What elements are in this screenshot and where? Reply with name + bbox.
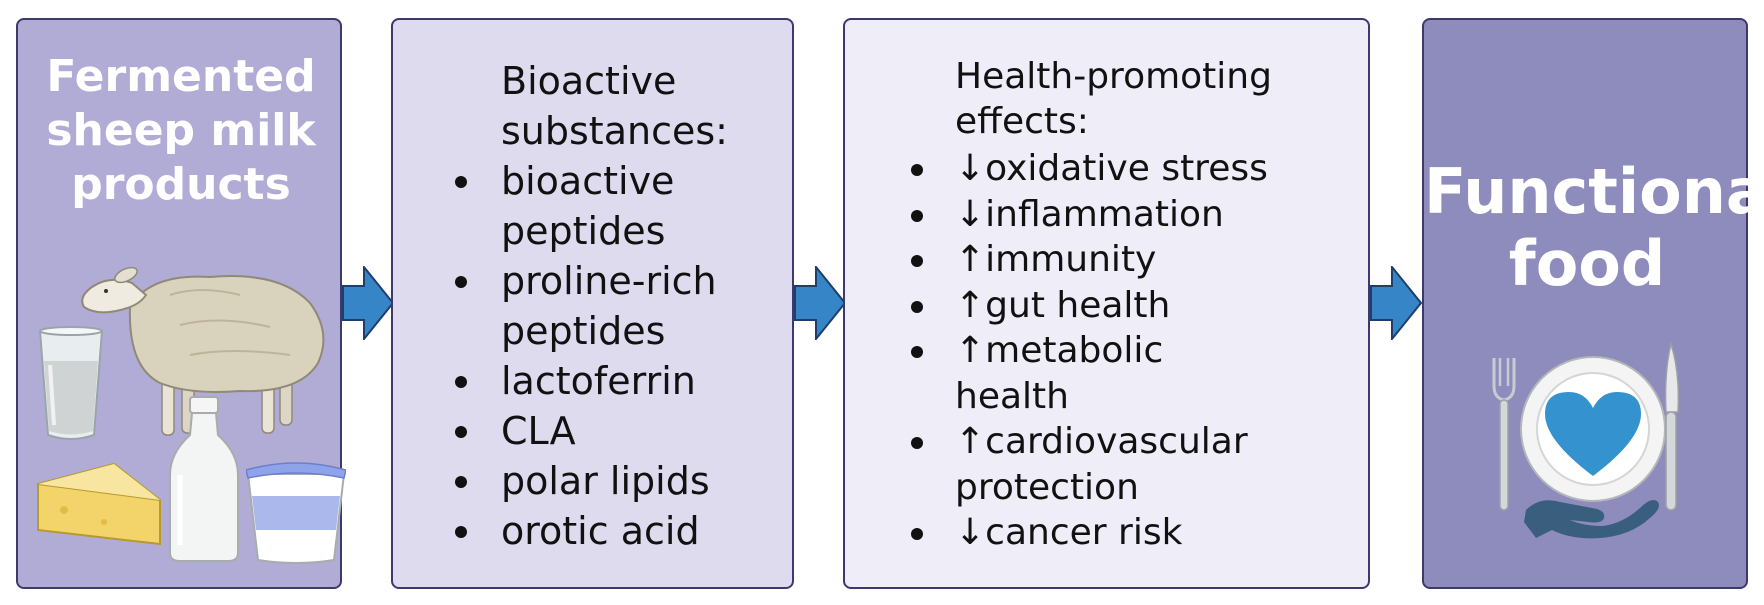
title-line: Functional [1424, 155, 1764, 228]
arrow-right-icon [1370, 266, 1422, 340]
bullet-icon [455, 476, 467, 488]
list-item-line: bioactive [501, 159, 675, 203]
list-item: CLA [455, 406, 781, 456]
bullet-icon [911, 164, 923, 176]
list-item: ↓inflammation [911, 192, 1365, 238]
list-item-line: ↓inflammation [955, 193, 1224, 235]
title-line: sheep milk [46, 105, 316, 156]
bullet-icon [455, 176, 467, 188]
knife-icon [1664, 342, 1680, 511]
heading-line: Bioactive [501, 59, 677, 103]
arrow-right-icon [794, 266, 846, 340]
list-item-line: ↑metabolic [955, 330, 1164, 371]
bullet-icon [911, 528, 923, 540]
list-item: ↑cardiovascular protection [911, 419, 1365, 510]
panel-functional-food-title: Functional food [1424, 155, 1764, 300]
list-item-line: ↑gut health [955, 284, 1171, 326]
bullet-icon [911, 346, 923, 358]
bullet-icon [455, 276, 467, 288]
cheese-icon [37, 462, 161, 546]
list-item-line: health [955, 375, 1069, 417]
list-item-line: CLA [501, 409, 576, 453]
panel-health-effects: Health-promoting effects: ↓oxidative str… [843, 18, 1370, 589]
list-item: proline-rich peptides [455, 256, 781, 356]
panel-health-effects-heading: Health-promoting effects: [955, 54, 1355, 144]
bioactive-substances-list: bioactive peptides proline-rich peptides… [455, 156, 781, 556]
bullet-icon [911, 437, 923, 449]
heading-line: substances: [501, 109, 728, 153]
list-item: bioactive peptides [455, 156, 781, 256]
list-item-line: ↓oxidative stress [955, 148, 1268, 189]
panel-fermented-products: Fermented sheep milk products [16, 18, 346, 589]
bullet-icon [455, 526, 467, 538]
list-item-line: ↑immunity [955, 239, 1157, 280]
bullet-icon [455, 426, 467, 438]
title-line: products [71, 159, 291, 210]
bullet-icon [455, 376, 467, 388]
list-item: ↓cancer risk [911, 510, 1365, 556]
title-line: Fermented [46, 51, 316, 102]
list-item-line: polar lipids [501, 459, 710, 503]
milk-bottle-icon [169, 396, 239, 562]
panel-fermented-products-title: Fermented sheep milk products [18, 50, 344, 212]
panel-bioactive-substances-heading: Bioactive substances: [501, 56, 781, 156]
heading-line: effects: [955, 101, 1089, 142]
list-item-line: protection [955, 466, 1139, 508]
panel-functional-food: Functional food [1422, 18, 1764, 589]
list-item: polar lipids [455, 456, 781, 506]
list-item-line: peptides [501, 209, 666, 253]
title-line: food [1508, 227, 1666, 300]
milk-glass-icon [38, 326, 104, 440]
list-item-line: ↓cancer risk [955, 512, 1183, 553]
yogurt-cup-icon [246, 462, 346, 564]
heart-icon [1545, 392, 1641, 476]
list-item-line: ↑cardiovascular [955, 421, 1248, 462]
arrow-right-icon [342, 266, 394, 340]
list-item-line: orotic acid [501, 509, 700, 553]
list-item-line: lactoferrin [501, 359, 696, 403]
panel-bioactive-substances: Bioactive substances: bioactive peptides… [391, 18, 794, 589]
hand-icon [1524, 500, 1659, 539]
list-item: ↑immunity [911, 237, 1365, 283]
bullet-icon [911, 255, 923, 267]
bullet-icon [911, 209, 923, 222]
health-effects-list: ↓oxidative stress ↓inflammation ↑immunit… [911, 146, 1365, 556]
heading-line: Health-promoting [955, 56, 1272, 97]
fork-icon [1492, 358, 1516, 511]
list-item: ↑gut health [911, 283, 1365, 329]
sheep-icon [81, 266, 325, 436]
bullet-icon [911, 300, 923, 313]
list-item: lactoferrin [455, 356, 781, 406]
list-item: ↑metabolic health [911, 328, 1365, 419]
list-item: ↓oxidative stress [911, 146, 1365, 192]
list-item: orotic acid [455, 506, 781, 556]
list-item-line: peptides [501, 309, 666, 353]
list-item-line: proline-rich [501, 259, 717, 303]
